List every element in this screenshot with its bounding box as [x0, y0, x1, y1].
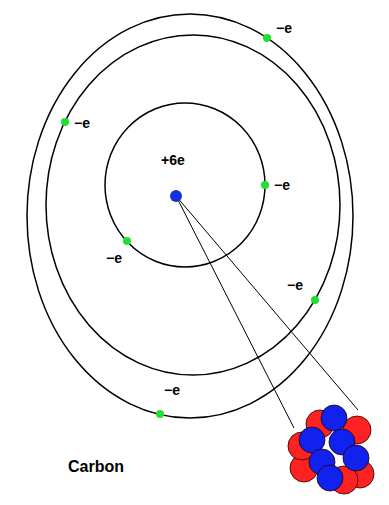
electron-dot	[123, 237, 131, 245]
electron-dot	[61, 118, 69, 126]
electron-charge: −e	[274, 177, 290, 193]
electron-charge: −e	[164, 382, 180, 398]
outer-orbit	[27, 14, 353, 418]
electron-charge: −e	[287, 277, 303, 293]
electron-dot	[263, 34, 271, 42]
electron-charge: −e	[106, 250, 122, 266]
zoom-line	[176, 196, 294, 428]
inner-orbit	[105, 103, 265, 267]
nucleus-charge: +6e	[161, 152, 185, 168]
neutron-sphere	[343, 445, 369, 471]
zoom-line	[176, 196, 358, 410]
electron-dot	[311, 296, 319, 304]
neutron-sphere	[317, 465, 343, 491]
nucleus-dot	[170, 190, 182, 202]
middle-orbit	[46, 35, 340, 375]
electron-charge: −e	[276, 20, 292, 36]
electron-charge: −e	[74, 115, 90, 131]
electron-dot	[156, 410, 164, 418]
electron-dot	[261, 181, 269, 189]
neutron-sphere	[321, 405, 347, 431]
nucleus-cluster	[288, 405, 374, 494]
element-name: Carbon	[68, 458, 124, 476]
